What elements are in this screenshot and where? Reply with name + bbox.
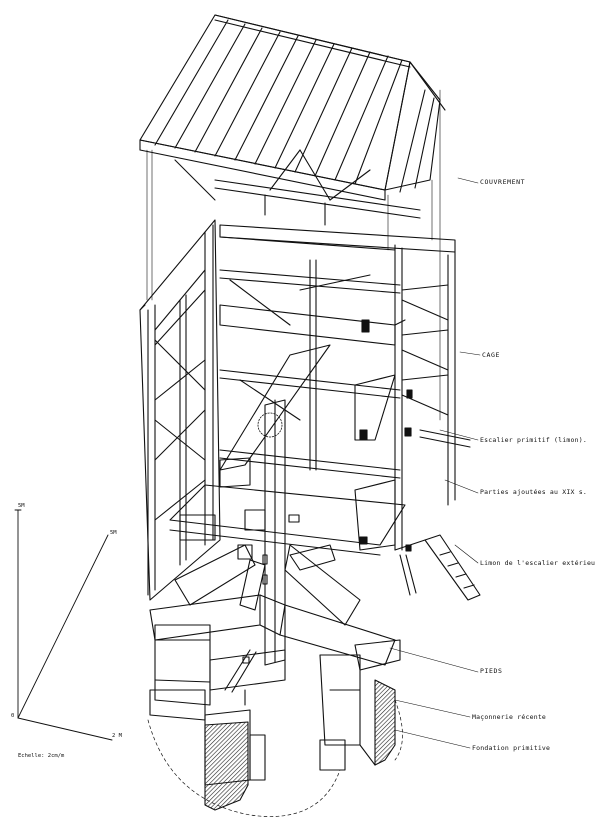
stair-detail-circle: [257, 412, 283, 438]
label-fondation: Fondation primitive: [472, 744, 551, 752]
scale-axes: [14, 509, 113, 741]
label-limon: Limon de l'escalier extérieur: [480, 559, 595, 567]
label-parties: Parties ajoutées au XIX s.: [480, 488, 587, 496]
label-maconnerie: Maçonnerie récente: [472, 713, 547, 721]
leader-lines: [389, 177, 481, 749]
scale-horizontal-label: 2 M: [112, 733, 122, 739]
roof: [139, 14, 446, 226]
cage: [139, 219, 456, 601]
label-couvrement: COUVREMENT: [480, 178, 526, 186]
label-pieds: PIEDS: [480, 667, 503, 675]
scale-origin-label: 0: [11, 713, 15, 719]
label-cage: CAGE: [482, 351, 501, 359]
scale-depth-label: 5M: [110, 530, 117, 536]
foundations: [204, 679, 396, 811]
scale-caption: Echelle: 2cm/m: [18, 753, 65, 759]
label-escalier: Escalier primitif (limon).: [480, 436, 587, 444]
scale-vertical-label: 5M: [18, 503, 25, 509]
guide-lines: [146, 89, 441, 421]
base-dashed-outline: [147, 719, 341, 817]
exterior-stair: [394, 429, 481, 601]
pieds: [149, 399, 401, 706]
